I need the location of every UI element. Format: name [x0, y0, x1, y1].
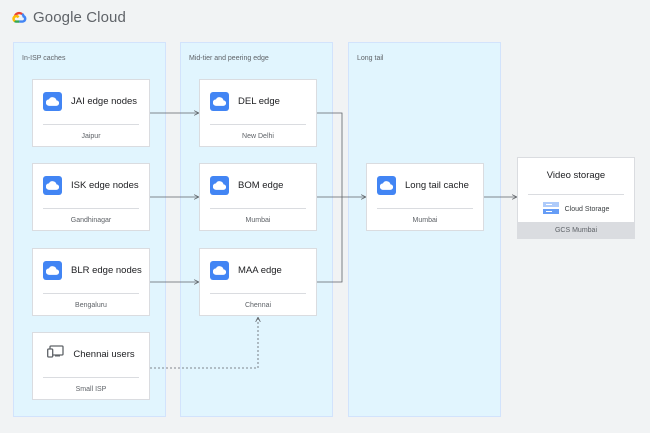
card-bom-edge[interactable]: BOM edge Mumbai	[199, 163, 317, 231]
card-divider	[210, 208, 306, 209]
card-subtitle: Mumbai	[412, 217, 438, 224]
card-subtitle: Gandhinagar	[70, 217, 112, 224]
card-divider	[377, 208, 473, 209]
card-divider	[43, 377, 139, 378]
cloud-icon	[210, 91, 229, 111]
card-subtitle: Small ISP	[75, 386, 107, 393]
card-video-storage[interactable]: Video storage Cloud Storage GCS Mumbai	[517, 157, 635, 239]
column-title-in-isp: In-ISP caches	[22, 55, 66, 62]
card-subtitle: Chennai	[244, 302, 272, 309]
cloud-icon	[210, 260, 229, 280]
cloud-icon	[43, 260, 62, 280]
card-divider	[210, 124, 306, 125]
storage-product-label: Cloud Storage	[564, 205, 610, 213]
card-subtitle: Bengaluru	[75, 302, 107, 309]
card-title: Long tail cache	[405, 179, 469, 191]
card-title: Chennai users	[73, 348, 135, 360]
card-del-edge[interactable]: DEL edge New Delhi	[199, 79, 317, 147]
google-cloud-logo: Google Cloud	[10, 9, 126, 26]
card-jai-edge-nodes[interactable]: JAI edge nodes Jaipur	[32, 79, 150, 147]
card-divider	[210, 293, 306, 294]
connector-maa-to-long-tail	[317, 197, 343, 283]
column-title-mid-tier: Mid-tier and peering edge	[189, 55, 269, 62]
storage-product: Cloud Storage	[518, 202, 634, 216]
card-divider	[43, 208, 139, 209]
storage-title: Video storage	[546, 170, 606, 181]
card-long-tail-cache[interactable]: Long tail cache Mumbai	[366, 163, 484, 231]
cloud-storage-icon	[542, 202, 559, 216]
storage-footer: GCS Mumbai	[518, 222, 634, 238]
cloud-icon	[43, 175, 62, 195]
card-divider	[528, 194, 624, 195]
card-blr-edge-nodes[interactable]: BLR edge nodes Bengaluru	[32, 248, 150, 316]
connector-del-to-long-tail	[317, 112, 343, 197]
card-subtitle: New Delhi	[242, 133, 274, 140]
connector-chennai-users-to-maa	[150, 318, 258, 369]
cloud-icon	[210, 175, 229, 195]
card-title: BOM edge	[238, 179, 284, 191]
google-cloud-logo-icon	[12, 11, 27, 23]
column-title-long-tail: Long tail	[357, 55, 384, 62]
card-divider	[43, 293, 139, 294]
card-title: BLR edge nodes	[71, 264, 142, 276]
card-maa-edge[interactable]: MAA edge Chennai	[199, 248, 317, 316]
logo-text: Google Cloud	[33, 9, 126, 26]
card-title: ISK edge nodes	[71, 179, 139, 191]
card-isk-edge-nodes[interactable]: ISK edge nodes Gandhinagar	[32, 163, 150, 231]
card-title: JAI edge nodes	[71, 95, 138, 107]
card-title: MAA edge	[238, 264, 282, 276]
devices-icon	[47, 345, 65, 363]
cloud-icon	[377, 175, 396, 195]
card-title: DEL edge	[238, 95, 280, 107]
cloud-icon	[43, 91, 62, 111]
card-subtitle: Jaipur	[81, 133, 101, 140]
card-subtitle: Mumbai	[245, 217, 271, 224]
card-chennai-users[interactable]: Chennai users Small ISP	[32, 332, 150, 400]
card-divider	[43, 124, 139, 125]
